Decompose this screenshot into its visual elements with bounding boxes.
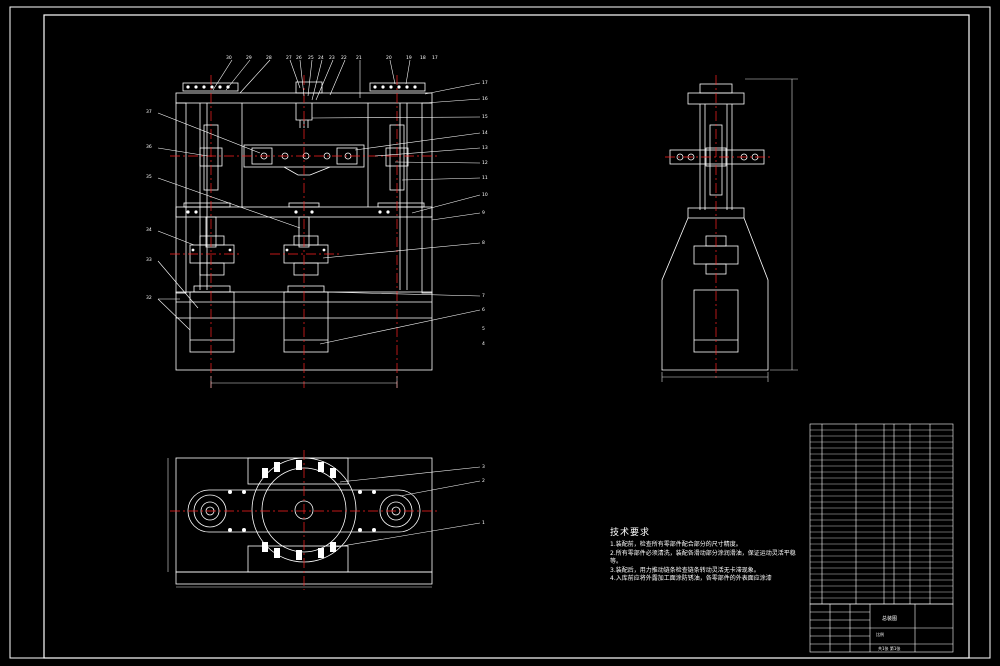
balloon-number: 14 — [482, 130, 488, 136]
title-drawing-name: 总装图 — [882, 615, 897, 622]
front-leaders — [157, 59, 481, 345]
balloon-number: 1 — [482, 520, 485, 526]
balloon-number: 20 — [386, 55, 392, 61]
balloon-number: 27 — [286, 55, 292, 61]
tech-req-line: 2.所有零部件必须清洗，装配各滑动部分涂润滑油，保证运动灵活平稳 — [610, 549, 796, 557]
balloon-number: 21 — [356, 55, 362, 61]
balloon-number: 36 — [146, 144, 152, 150]
title-block — [809, 603, 954, 653]
title-scale-label: 比例 — [876, 631, 884, 637]
balloon-number: 11 — [482, 175, 488, 181]
balloon-number: 2 — [482, 478, 485, 484]
balloon-number: 7 — [482, 293, 485, 299]
balloon-number: 24 — [318, 55, 324, 61]
balloon-number: 8 — [482, 240, 485, 246]
tech-req-title: 技术要求 — [610, 528, 651, 538]
technical-requirements: 技术要求 1.装配前，检查所有零部件配合部分的尺寸精度。 2.所有零部件必须清洗… — [610, 527, 810, 584]
title-sheet-label: 共1张 第1张 — [878, 645, 900, 651]
balloon-number: 19 — [406, 55, 412, 61]
side-housing — [661, 217, 769, 371]
front-centerlines — [170, 75, 440, 388]
balloon-number: 32 — [146, 295, 152, 301]
inner-border — [43, 14, 970, 659]
motor-left — [189, 291, 235, 353]
balloon-number: 5 — [482, 326, 485, 332]
balloon-number: 3 — [482, 464, 485, 470]
tech-req-line: 1.装配前，检查所有零部件配合部分的尺寸精度。 — [610, 541, 742, 548]
balloon-number: 4 — [482, 341, 485, 347]
balloon-number: 9 — [482, 210, 485, 216]
balloon-number: 35 — [146, 174, 152, 180]
outer-border — [9, 6, 991, 659]
tech-req-line: 等。 — [610, 558, 623, 565]
balloon-number: 37 — [146, 109, 152, 115]
balloon-number: 16 — [482, 96, 488, 102]
balloon-number: 10 — [482, 192, 488, 198]
balloon-number: 30 — [226, 55, 232, 61]
balloon-number: 18 — [420, 55, 426, 61]
side-view — [661, 83, 769, 371]
balloon-number: 33 — [146, 257, 152, 263]
balloon-number: 17 — [482, 80, 488, 86]
balloon-number: 22 — [341, 55, 347, 61]
motor-middle — [283, 291, 329, 353]
balloon-number: 15 — [482, 114, 488, 120]
balloon-number: 6 — [482, 307, 485, 313]
balloon-number: 26 — [296, 55, 302, 61]
balloon-number: 28 — [266, 55, 272, 61]
balloon-number: 13 — [482, 145, 488, 151]
balloon-number: 34 — [146, 227, 152, 233]
balloon-number: 12 — [482, 160, 488, 166]
balloon-number: 17 — [432, 55, 438, 61]
balloon-number: 23 — [329, 55, 335, 61]
tech-req-line: 4.入库前应将外露加工面涂防锈油，各零部件的外表面应涂漆 — [610, 575, 772, 582]
balloon-number: 25 — [308, 55, 314, 61]
balloon-number: 29 — [246, 55, 252, 61]
tech-req-line: 3.装配后，用力推动链条检查链条转动灵活无卡滞现象。 — [610, 566, 760, 574]
